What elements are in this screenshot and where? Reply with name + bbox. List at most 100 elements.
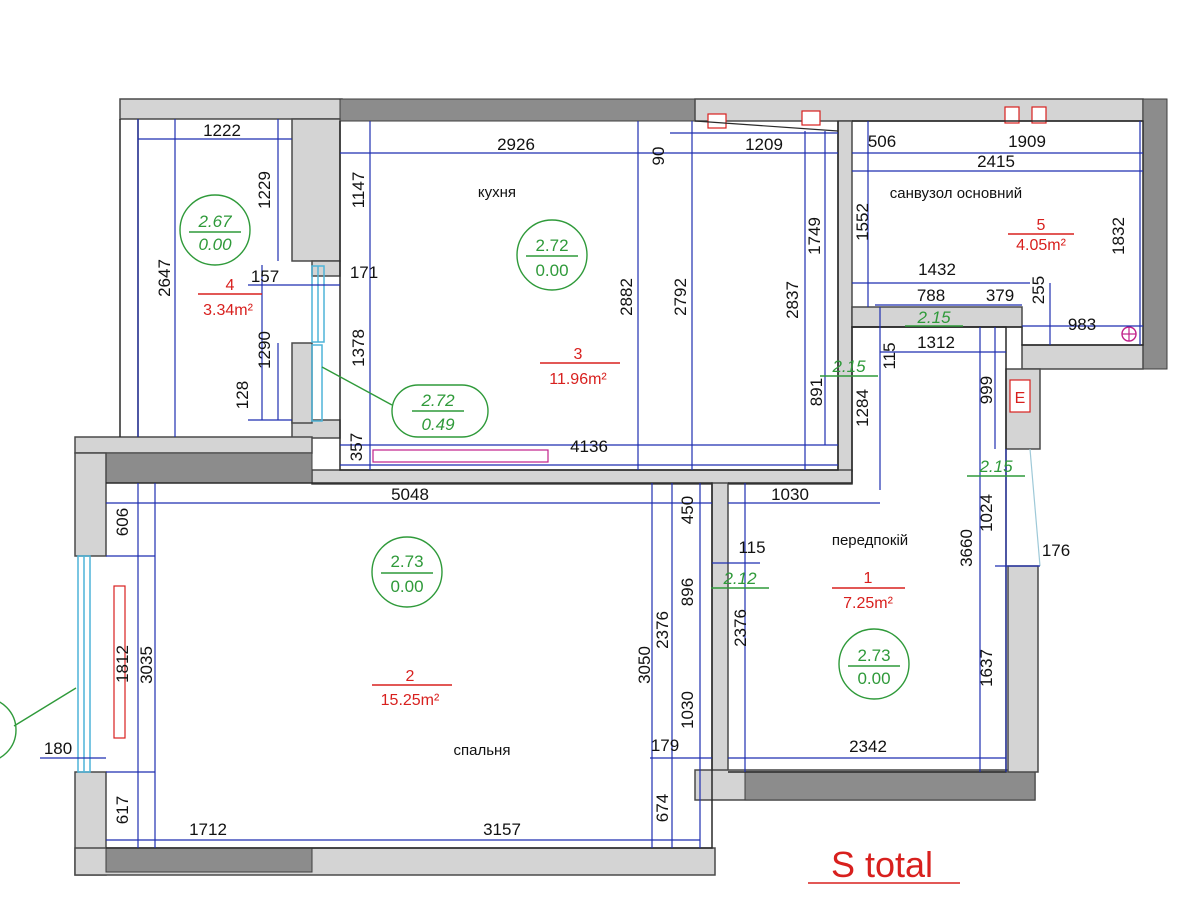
dim-label: 90 [649, 147, 668, 166]
dim-label: 1222 [203, 121, 241, 140]
room-area: 11.96m² [549, 371, 607, 388]
room-height: 2.72 [535, 236, 568, 255]
electric-panel-label: E [1015, 390, 1026, 407]
dim-label: 450 [678, 496, 697, 524]
dim-label: 1290 [255, 331, 274, 369]
window-height-bubble [0, 701, 17, 759]
dim-label: 896 [678, 578, 697, 606]
wall-kitchen-bath [837, 120, 853, 472]
dim-label: 1712 [189, 820, 227, 839]
dim-label: 1552 [853, 203, 872, 241]
dim-label: 2376 [653, 611, 672, 649]
wall-bedroom-top-left [74, 436, 313, 454]
room-threshold: 0.00 [535, 261, 568, 280]
dim-label: 128 [233, 381, 252, 409]
dim-label: 180 [44, 739, 72, 758]
dim-label: 1832 [1109, 217, 1128, 255]
room-name: передпокій [832, 532, 908, 549]
room-area: 7.25m² [843, 595, 893, 612]
dimension-labels: 1222 1229 2647 157 171 1290 128 1378 357… [44, 121, 1128, 839]
dim-label: 1147 [349, 172, 368, 209]
room-name: санвузол основний [890, 185, 1022, 202]
dim-label: 674 [653, 794, 672, 822]
wall-balcony-right-upper [291, 118, 341, 262]
door-threshold: 0.49 [421, 415, 455, 434]
kitchen-radiator [372, 449, 549, 463]
wall-kitchen-left-pier [311, 260, 341, 277]
opening-height: 2.12 [722, 569, 757, 588]
dim-label: 5048 [391, 485, 429, 504]
room-number: 5 [1037, 217, 1046, 234]
dim-label: 891 [807, 378, 826, 406]
dim-label: 2415 [977, 152, 1015, 171]
kitchen-edge [339, 121, 839, 471]
total-area-label: S total [831, 844, 933, 885]
room-area: 3.34m² [203, 302, 253, 319]
room-number: 3 [574, 346, 583, 363]
socket-top-3 [1004, 106, 1020, 124]
dim-label: 999 [977, 376, 996, 404]
socket-top-1 [707, 113, 727, 129]
room-threshold: 0.00 [390, 577, 423, 596]
room-labels: передпокій 1 7.25m² 2.73 0.00 спальня 2 … [0, 184, 1074, 759]
dim-label: 157 [251, 267, 279, 286]
room-threshold: 0.00 [198, 235, 232, 254]
height-bubble [371, 536, 443, 608]
room-name: спальня [454, 742, 511, 759]
dim-label: 179 [651, 736, 679, 755]
dim-label: 1812 [113, 645, 132, 683]
dim-label: 1229 [255, 171, 274, 209]
openings: E [77, 265, 1137, 773]
walls [74, 98, 1168, 876]
dim-label: 3157 [483, 820, 521, 839]
dim-label: 606 [113, 508, 132, 536]
door-bubble-leader [321, 366, 393, 406]
opening-height: 2.15 [916, 308, 951, 327]
dim-label: 115 [880, 342, 899, 369]
kitchen-slanted-edge [694, 120, 839, 132]
dim-label: 1909 [1008, 132, 1046, 151]
wall-bedroom-top-dark [105, 452, 313, 484]
dim-label: 2792 [671, 278, 690, 316]
dim-label: 4136 [570, 437, 608, 456]
height-bubble [838, 628, 910, 700]
dim-label: 115 [738, 538, 765, 557]
wall-hall-right-lower [1007, 565, 1039, 773]
dim-label: 1024 [977, 494, 996, 532]
height-bubble [179, 194, 251, 266]
room-name: кухня [478, 184, 516, 201]
room-edges [106, 119, 1144, 849]
wall-top-kitchen [339, 98, 696, 122]
dim-label: 3035 [137, 646, 156, 684]
dim-label: 171 [350, 263, 378, 282]
height-bubble [516, 219, 588, 291]
wall-bath-bottom-right [1021, 344, 1144, 370]
socket-top-4 [1031, 106, 1047, 124]
wall-top-balcony [119, 98, 343, 120]
dim-label: 1030 [678, 691, 697, 729]
dim-label: 1378 [349, 329, 368, 367]
dim-label: 1284 [853, 389, 872, 427]
dim-label: 255 [1029, 276, 1048, 304]
socket-top-2 [801, 110, 821, 126]
hall-edge [728, 326, 1007, 773]
dim-label: 506 [868, 132, 896, 151]
dim-label: 357 [347, 433, 366, 461]
dim-label: 2647 [155, 259, 174, 297]
dim-label: 2376 [731, 609, 750, 647]
dim-label: 1312 [917, 333, 955, 352]
dim-label: 617 [113, 796, 132, 824]
dim-label: 379 [986, 286, 1014, 305]
room-number: 2 [406, 668, 415, 685]
dim-label: 788 [917, 286, 945, 305]
dim-label: 176 [1042, 541, 1070, 560]
room-area: 15.25m² [381, 692, 440, 709]
opening-height: 2.15 [978, 457, 1013, 476]
room-threshold: 0.00 [857, 669, 890, 688]
door-height-bubble [391, 384, 489, 438]
opening-height: 2.15 [831, 357, 866, 376]
dim-label: 1030 [771, 485, 809, 504]
room-area: 4.05m² [1016, 237, 1066, 254]
